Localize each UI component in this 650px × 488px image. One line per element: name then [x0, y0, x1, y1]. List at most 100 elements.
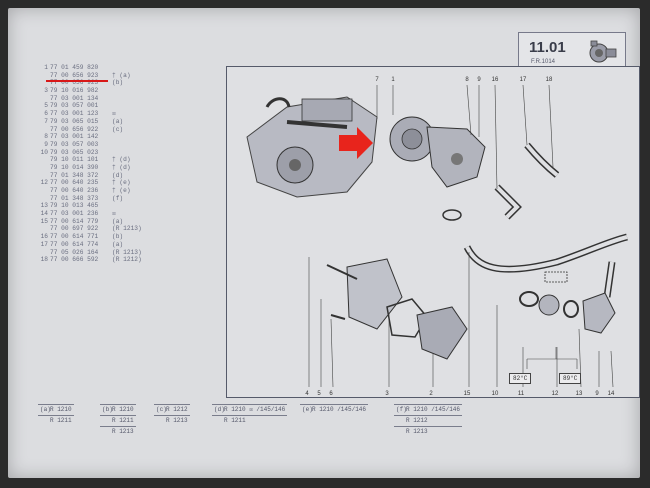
applicability-note: (d): [112, 171, 124, 179]
applicability-note: (R 1213): [112, 225, 142, 233]
applicability-note: ☒: [112, 210, 116, 218]
parts-row: 77 05 026 164(R 1213): [38, 249, 188, 257]
legend-line: R 1211: [100, 415, 136, 426]
part-reference: 77 01 348 373: [50, 194, 99, 202]
item-number: 8: [44, 133, 48, 141]
legend-line: R 1211: [38, 415, 74, 426]
part-reference: 79 03 057 001: [50, 102, 99, 110]
legend-text: R 1210 /145/146: [312, 406, 367, 413]
legend-block: (a)R 1210 R 1211: [38, 404, 74, 426]
callout-number: 9: [477, 77, 481, 83]
legend-line: (b)R 1210: [100, 404, 136, 415]
parts-row: 77 00 640 236† (e): [38, 187, 188, 195]
parts-row: 79 10 011 101† (d): [38, 156, 188, 164]
legend-tag: (b): [102, 406, 113, 413]
item-number: 17: [40, 240, 48, 248]
item-number: 10: [40, 148, 48, 156]
callout-number: 16: [492, 77, 499, 83]
callout-number: 17: [520, 77, 527, 83]
legend-text: R 1213: [166, 417, 188, 424]
applicability-note: † (e): [112, 187, 131, 194]
water-pump-thumbnail-icon: [589, 40, 617, 63]
applicability-note: (b): [112, 233, 124, 241]
part-reference: 77 00 614 779: [50, 217, 99, 225]
legend-line: R 1212: [394, 415, 463, 426]
callout-number: 18: [546, 77, 553, 83]
part-reference: 77 01 348 372: [50, 171, 99, 179]
legend-line: (d)R 1210 ☒ /145/146: [212, 404, 288, 415]
legend-text: R 1212: [166, 406, 188, 413]
parts-row: 79 10 014 390 † (d): [38, 164, 188, 172]
highlight-underline: [46, 80, 108, 82]
item-number: 18: [40, 256, 48, 264]
pump-housing-lower: [326, 258, 468, 360]
parts-row: 77 01 348 373 (f): [38, 195, 188, 203]
part-reference: 79 03 057 003: [50, 140, 99, 148]
legend-block: (e)R 1210 /145/146: [300, 404, 369, 415]
highlight-arrow-icon: [339, 127, 373, 159]
item-number: 14: [40, 210, 48, 218]
water-pump-assembly: [389, 116, 486, 221]
section-subtitle: F.R.1014: [531, 59, 556, 65]
part-reference: 79 10 014 390: [50, 163, 99, 171]
applicability-note: † (d): [112, 156, 131, 164]
legend-text: R 1211: [224, 417, 246, 424]
applicability-note: (R 1212): [112, 256, 142, 264]
thermostat-group: [519, 271, 616, 369]
legend-line: R 1213: [394, 426, 463, 437]
legend-line: R 1211: [212, 415, 288, 426]
applicability-note: (a): [112, 117, 124, 125]
part-reference: 77 05 026 164: [50, 248, 99, 256]
legend-line: (f)R 1210 /145/146: [394, 404, 463, 415]
callout-number: 9: [595, 391, 599, 397]
item-number: 16: [40, 233, 48, 241]
applicability-note: (f): [112, 194, 124, 202]
part-reference: 79 10 016 982: [50, 87, 99, 95]
callout-number: 6: [329, 391, 333, 397]
callout-number: 14: [608, 391, 615, 397]
parts-row: 77 03 001 134: [38, 95, 188, 103]
callout-number: 8: [465, 77, 469, 83]
part-reference: 77 00 614 771: [50, 233, 99, 241]
legend-text: R 1210 /145/146: [406, 406, 461, 413]
callout-number: 3: [385, 391, 389, 397]
parts-row: 77 01 348 372 (d): [38, 172, 188, 180]
applicability-note: ☒: [112, 110, 116, 118]
parts-row: 77 00 656 922(c): [38, 126, 188, 134]
legend-block: (d)R 1210 ☒ /145/146 R 1211: [212, 404, 288, 426]
item-number: 1: [44, 64, 48, 71]
callout-number: 15: [464, 391, 471, 397]
legend-text: R 1212: [406, 417, 428, 424]
legend-text: R 1211: [50, 417, 72, 424]
item-number: 5: [44, 102, 48, 110]
applicability-note: † (d): [112, 163, 131, 171]
callout-number: 11: [518, 391, 525, 397]
parts-row: 77 00 656 923† (a): [38, 72, 188, 80]
legend-text: R 1210: [50, 406, 72, 413]
legend-text: R 1213: [406, 428, 428, 435]
item-number: 6: [44, 110, 48, 118]
legend-text: R 1210: [112, 406, 134, 413]
callout-number: 5: [317, 391, 321, 397]
section-number: 11.01: [529, 39, 566, 56]
legend-line: (a)R 1210: [38, 404, 74, 415]
part-reference: 77 00 656 923: [50, 71, 99, 79]
callout-number: 12: [552, 391, 559, 397]
legend-text: R 1213: [112, 428, 134, 435]
parts-row: 77 00 697 922(R 1213): [38, 225, 188, 233]
thermostat-82-label: 82°C: [509, 373, 532, 384]
callout-number: 10: [492, 391, 499, 397]
item-number: 12: [40, 179, 48, 187]
